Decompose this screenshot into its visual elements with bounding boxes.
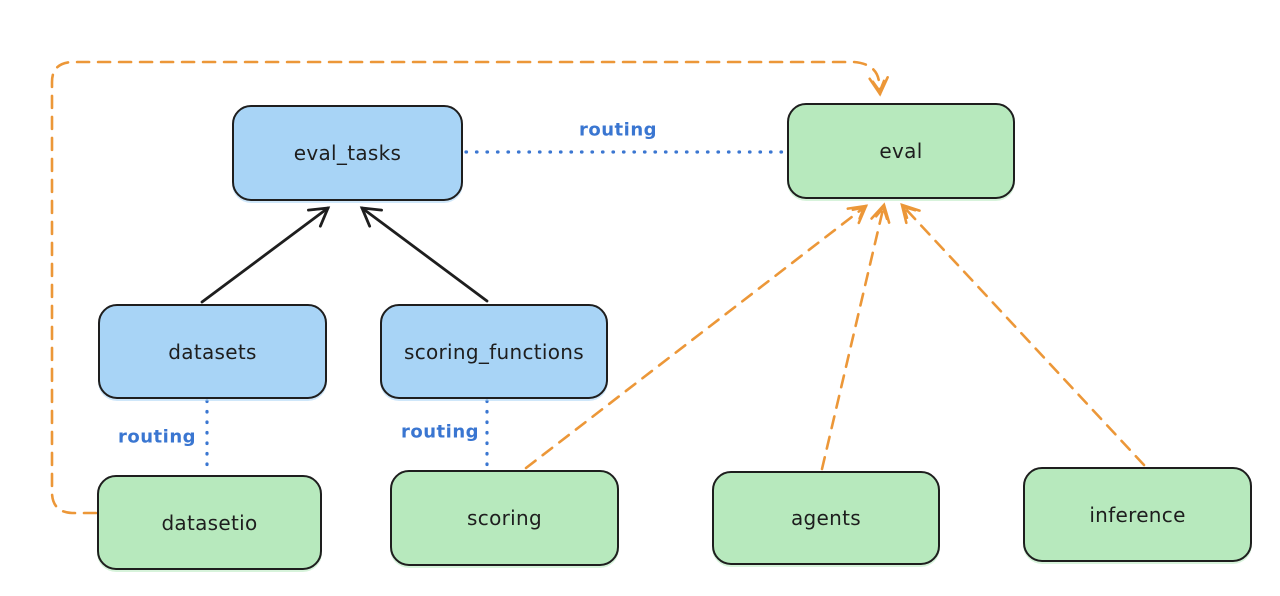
node-eval-tasks-label: eval_tasks [293,141,402,165]
routing-label-datasets-datasetio: routing [117,426,197,448]
edge-inference-to-eval [900,203,1146,467]
node-datasetio: datasetio [97,475,322,570]
routing-label-scoring-functions-scoring: routing [400,421,480,443]
node-eval: eval [787,103,1015,199]
edge-datasetio-to-eval [50,60,889,515]
edge-datasets-to-eval-tasks [200,206,331,304]
edge-scoring-functions-to-eval-tasks [359,206,489,303]
node-eval-tasks: eval_tasks [232,105,463,201]
node-agents: agents [712,471,940,565]
edge-agents-to-eval [820,202,891,471]
node-scoring-functions-label: scoring_functions [403,339,585,364]
node-datasets: datasets [98,304,327,399]
node-inference-label: inference [1089,502,1186,527]
node-inference: inference [1023,467,1252,562]
node-scoring-label: scoring [467,506,542,530]
node-datasets-label: datasets [168,339,257,364]
edge-scoring-to-eval [524,204,869,470]
node-scoring: scoring [390,470,619,566]
node-scoring-functions: scoring_functions [380,304,608,399]
node-datasetio-label: datasetio [161,510,258,535]
node-eval-label: eval [879,139,923,163]
routing-label-eval-tasks-eval: routing [578,119,658,141]
node-agents-label: agents [791,506,861,530]
